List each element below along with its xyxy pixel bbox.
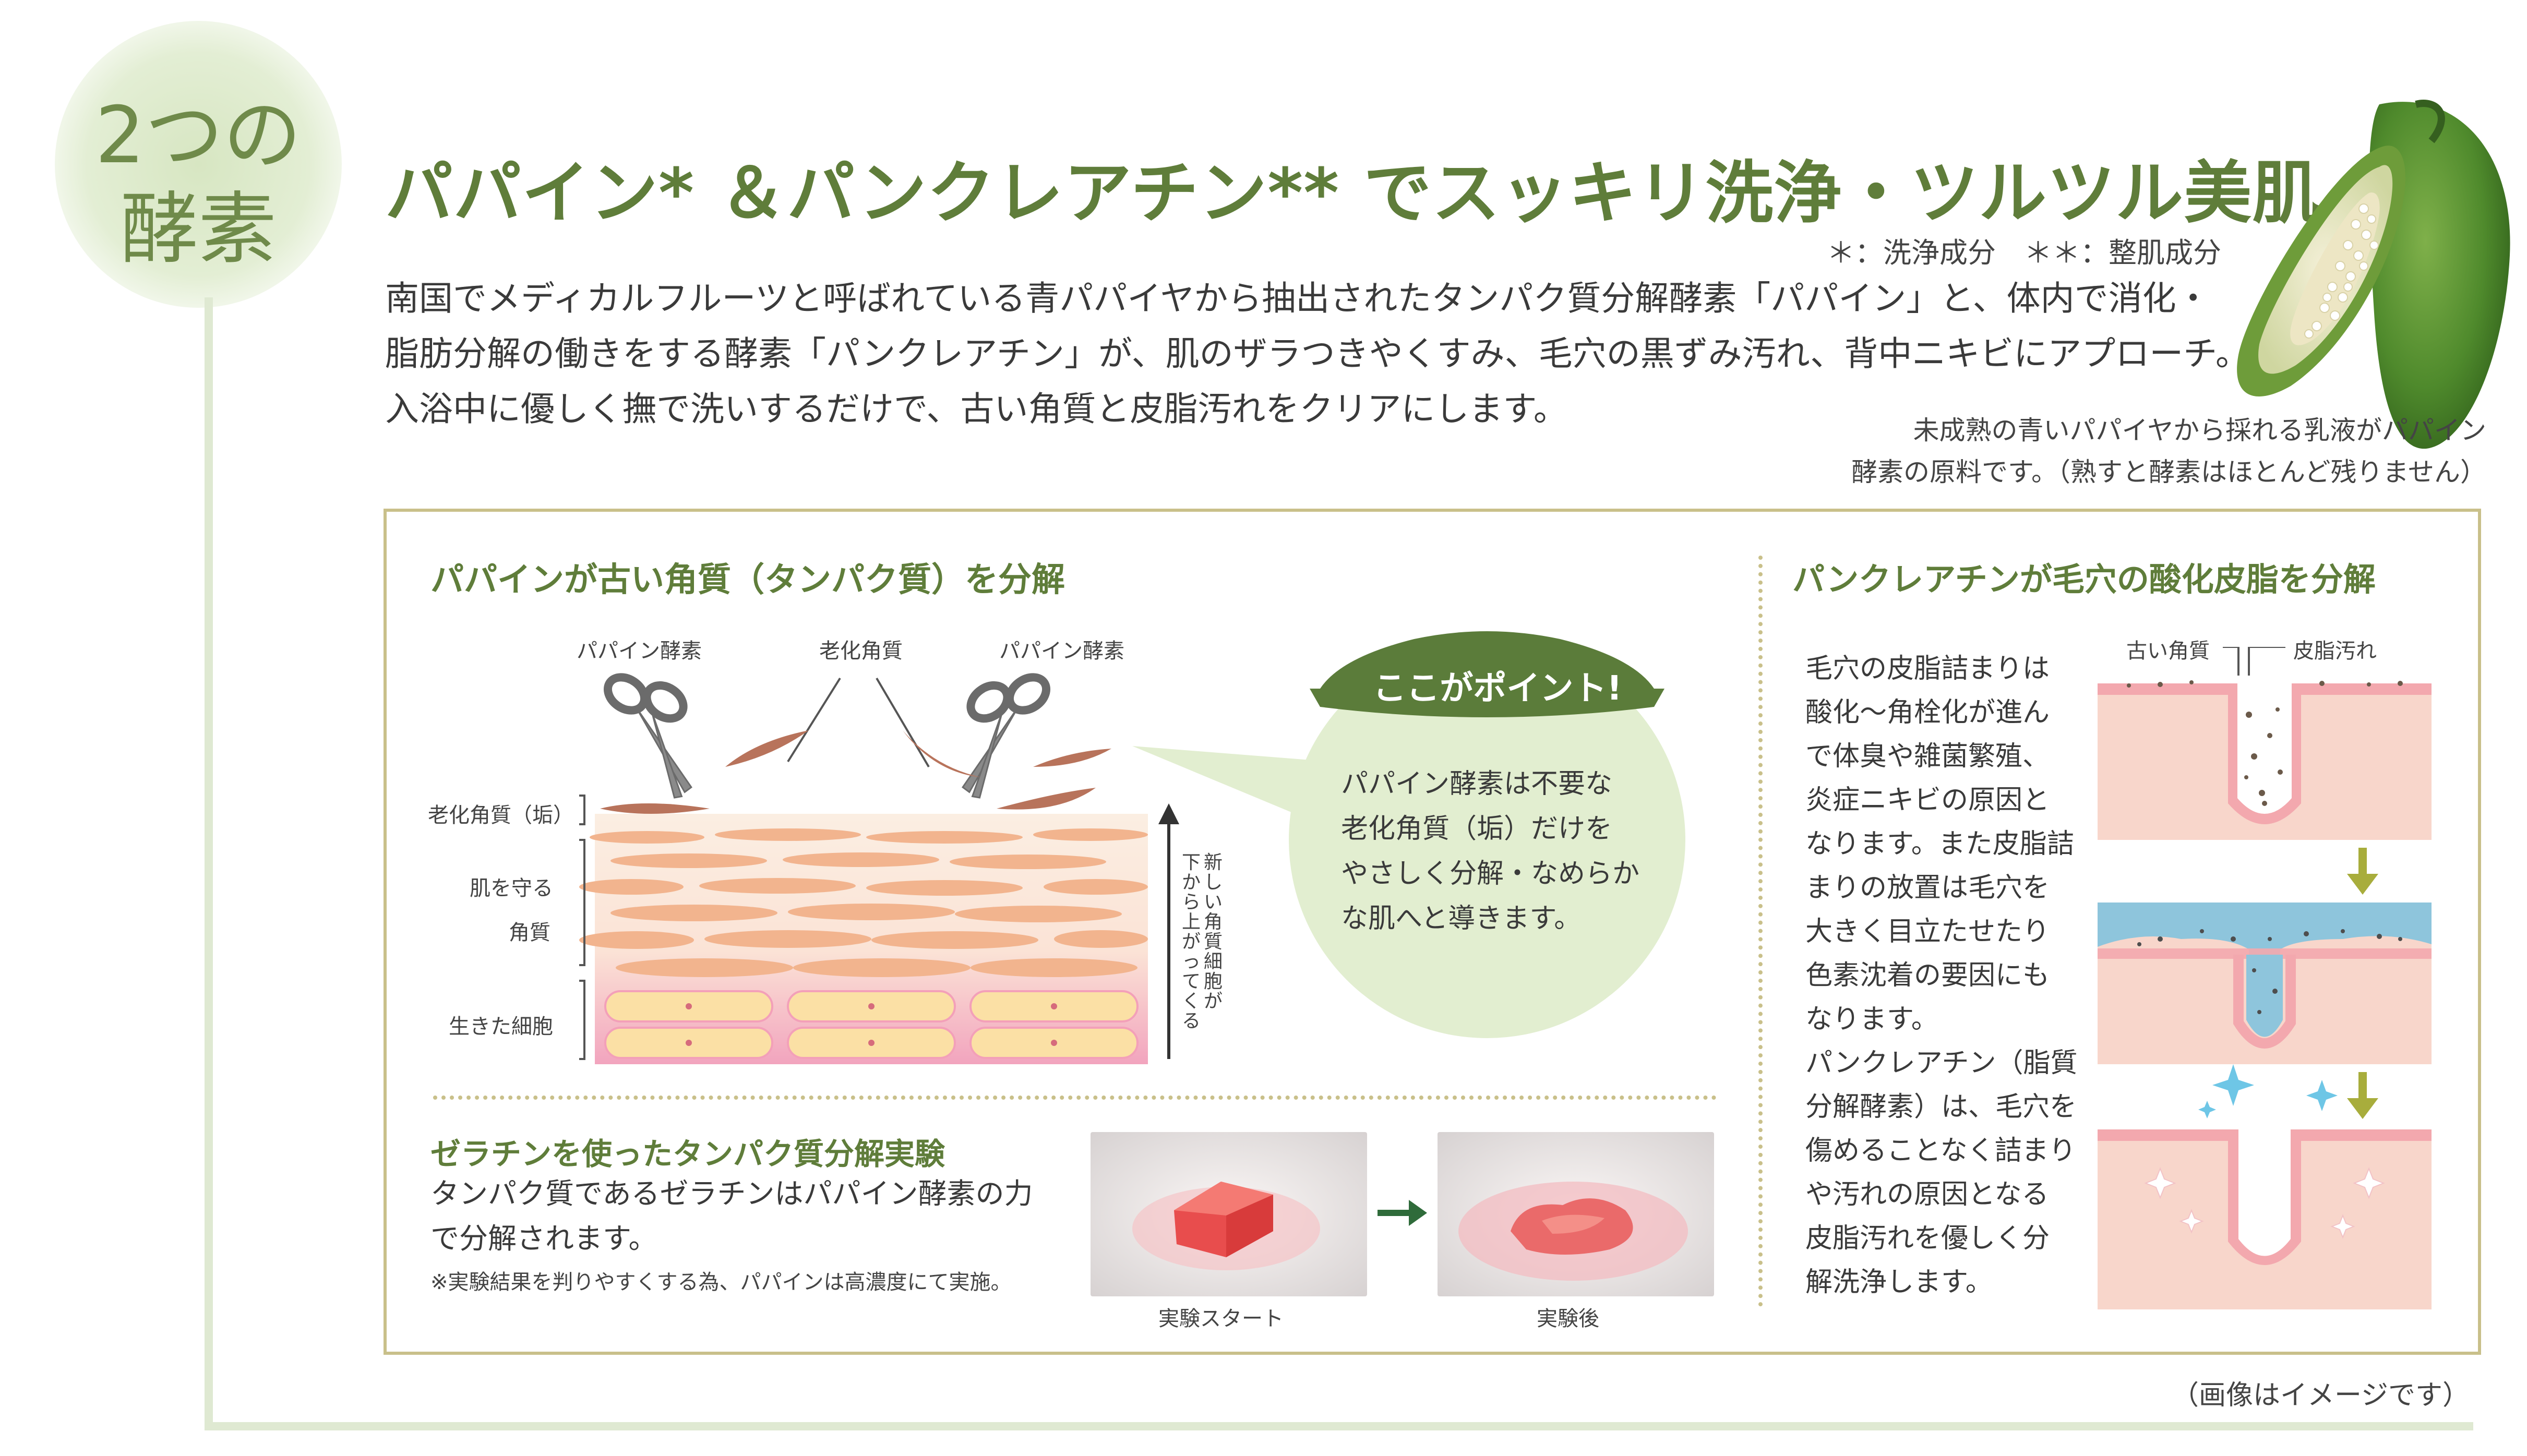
label-sebum: 皮脂汚れ xyxy=(2293,639,2377,663)
pancreatin-line: パンクレアチン（脂質 xyxy=(1805,1048,2078,1079)
intro-line: 入浴中に優しく撫で洗いするだけで、古い角質と皮脂汚れをクリアにします。 xyxy=(385,390,1567,429)
badge-label: 2つの 酵素 xyxy=(55,89,342,276)
badge-line2: 酵素 xyxy=(119,184,277,275)
experiment-start-photo xyxy=(1091,1132,1367,1296)
arrow-down-icon xyxy=(2347,848,2378,895)
pancreatin-line: 解洗浄します。 xyxy=(1805,1267,1993,1298)
arrow-down-icon xyxy=(2347,1072,2378,1119)
label-enzyme-right: パパイン酵素 xyxy=(999,639,1124,663)
pancreatin-line: 分解酵素）は、毛穴を xyxy=(1805,1091,2077,1123)
intro-line: 南国でメディカルフルーツと呼ばれている青パパイヤから抽出されたタンパク質分解酵素… xyxy=(385,279,2210,318)
pancreatin-line: 大きく目立たせたり xyxy=(1805,916,2050,947)
point-line: パパイン酵素は不要な xyxy=(1341,768,1613,800)
experiment-start-label: 実験スタート xyxy=(1158,1307,1284,1331)
intro-text: 南国でメディカルフルーツと呼ばれている青パパイヤから抽出されたタンパク質分解酵素… xyxy=(385,271,2249,437)
papaya-illustration xyxy=(2237,100,2510,449)
arrow-right-icon xyxy=(1378,1200,1427,1226)
vnote-char: 新 xyxy=(1203,852,1223,873)
experiment-title: ゼラチンを使ったタンパク質分解実験 xyxy=(430,1136,945,1172)
scissors-icon xyxy=(962,673,1051,799)
skin-layer-diagram xyxy=(579,673,1179,1064)
experiment-note: ※実験結果を判りやすくする為、パパインは高濃度にて実施。 xyxy=(430,1270,1012,1294)
ingredient-legend: ＊：洗浄成分 ＊＊：整肌成分 xyxy=(1827,236,2221,269)
vnote-char: が xyxy=(1203,991,1223,1012)
label-protect-2: 角質 xyxy=(509,921,550,945)
experiment-after-photo xyxy=(1438,1132,1714,1296)
papain-section-title: パパインが古い角質（タンパク質）を分解 xyxy=(430,561,1065,599)
point-body: パパイン酵素は不要な 老化角質（垢）だけを やさしく分解・なめらか な肌へと導き… xyxy=(1341,762,1664,941)
frame-vertical-line xyxy=(205,297,213,1429)
pore-panel-clogged xyxy=(2098,680,2432,840)
experiment-after-label: 実験後 xyxy=(1537,1307,1599,1331)
vnote-char: し xyxy=(1203,872,1223,893)
layer-brackets xyxy=(579,795,585,1060)
pancreatin-line: なります。 xyxy=(1805,1004,1938,1035)
vnote-char: 上 xyxy=(1181,911,1201,933)
content-box xyxy=(384,509,2481,1355)
papaya-caption-line: 酵素の原料です。（熟すと酵素はほとんど残りません） xyxy=(1851,457,2486,487)
pancreatin-line: や汚れの原因となる xyxy=(1805,1179,2049,1210)
point-heading: ここがポイント! xyxy=(1373,669,1622,708)
sparkle-icon xyxy=(2144,1167,2385,1239)
pancreatin-line: 炎症ニキビの原因と xyxy=(1805,785,2050,816)
vnote-char: て xyxy=(1181,971,1201,992)
intro-line: 脂肪分解の働きをする酵素「パンクレアチン」が、肌のザラつきやくすみ、毛穴の黒ずみ… xyxy=(385,334,2250,374)
pancreatin-line: 酸化〜角栓化が進ん xyxy=(1805,697,2050,728)
pore-panel-washing xyxy=(2098,903,2432,1064)
vnote-char: が xyxy=(1181,931,1201,953)
label-aged-keratin-side: 老化角質（垢） xyxy=(428,803,574,827)
pancreatin-line: まりの放置は毛穴を xyxy=(1805,872,2050,904)
vnote-char: 細 xyxy=(1203,951,1223,972)
label-enzyme-left: パパイン酵素 xyxy=(577,639,702,663)
page-title: パパイン* ＆パンクレアチン** でスッキリ洗浄・ツルツル美肌 xyxy=(385,153,2321,233)
badge-line1: 2つの xyxy=(95,90,302,181)
pancreatin-body: 毛穴の皮脂詰まりは 酸化〜角栓化が進ん で体臭や雑菌繁殖、 炎症ニキビの原因と … xyxy=(1805,647,2082,1304)
point-line: な肌へと導きます。 xyxy=(1341,903,1582,934)
vnote-char: 下 xyxy=(1181,852,1201,873)
vnote-char: 胞 xyxy=(1203,971,1223,992)
column-divider xyxy=(1758,556,1763,1307)
label-living-cells: 生きた細胞 xyxy=(449,1015,553,1039)
badge-circle xyxy=(55,21,342,308)
papaya-caption-line: 未成熟の青いパパイヤから採れる乳液がパパイン xyxy=(1913,415,2487,446)
pancreatin-line: 傷めることなく詰まり xyxy=(1805,1135,2076,1166)
experiment-line: で分解されます。 xyxy=(430,1222,657,1255)
vnote-char: る xyxy=(1181,1010,1201,1032)
point-line: 老化角質（垢）だけを xyxy=(1341,813,1613,845)
pancreatin-line: なります。また皮脂詰 xyxy=(1805,828,2074,860)
scissors-icon xyxy=(603,673,692,799)
vnote-char: い xyxy=(1203,892,1223,913)
section-divider xyxy=(433,1096,1717,1100)
image-footnote: （画像はイメージです） xyxy=(2172,1380,2470,1411)
point-bubble xyxy=(1132,631,1685,1038)
vnote-char: っ xyxy=(1181,951,1201,972)
point-line: やさしく分解・なめらか xyxy=(1341,858,1640,889)
label-old-keratin: 古い角質 xyxy=(2126,639,2210,663)
vnote-char: 角 xyxy=(1203,911,1223,933)
label-protect-1: 肌を守る xyxy=(470,876,553,900)
pancreatin-line: 毛穴の皮脂詰まりは xyxy=(1805,653,2050,684)
vnote-char: か xyxy=(1181,872,1201,893)
papaya-caption: 未成熟の青いパパイヤから採れる乳液がパパイン 酵素の原料です。（熟すと酵素はほと… xyxy=(1766,410,2486,493)
pancreatin-line: で体臭や雑菌繁殖、 xyxy=(1805,741,2050,772)
pancreatin-section-title: パンクレアチンが毛穴の酸化皮脂を分解 xyxy=(1792,560,2376,598)
pancreatin-line: 色素沈着の要因にも xyxy=(1805,960,2050,991)
vnote-char: ら xyxy=(1181,892,1201,913)
experiment-line: タンパク質であるゼラチンはパパイン酵素の力 xyxy=(430,1177,1033,1210)
pore-panel-clean xyxy=(2098,1129,2432,1309)
frame-bottom-line xyxy=(205,1422,2473,1430)
vnote-char: 質 xyxy=(1203,931,1223,953)
vnote-char: く xyxy=(1181,991,1201,1012)
pore-diagram xyxy=(2098,647,2432,1309)
sparkle-icon xyxy=(2198,1064,2338,1118)
pancreatin-line: 皮脂汚れを優しく分 xyxy=(1805,1223,2050,1254)
label-aged-keratin: 老化角質 xyxy=(819,639,903,663)
experiment-body: タンパク質であるゼラチンはパパイン酵素の力 で分解されます。 xyxy=(430,1171,1033,1261)
